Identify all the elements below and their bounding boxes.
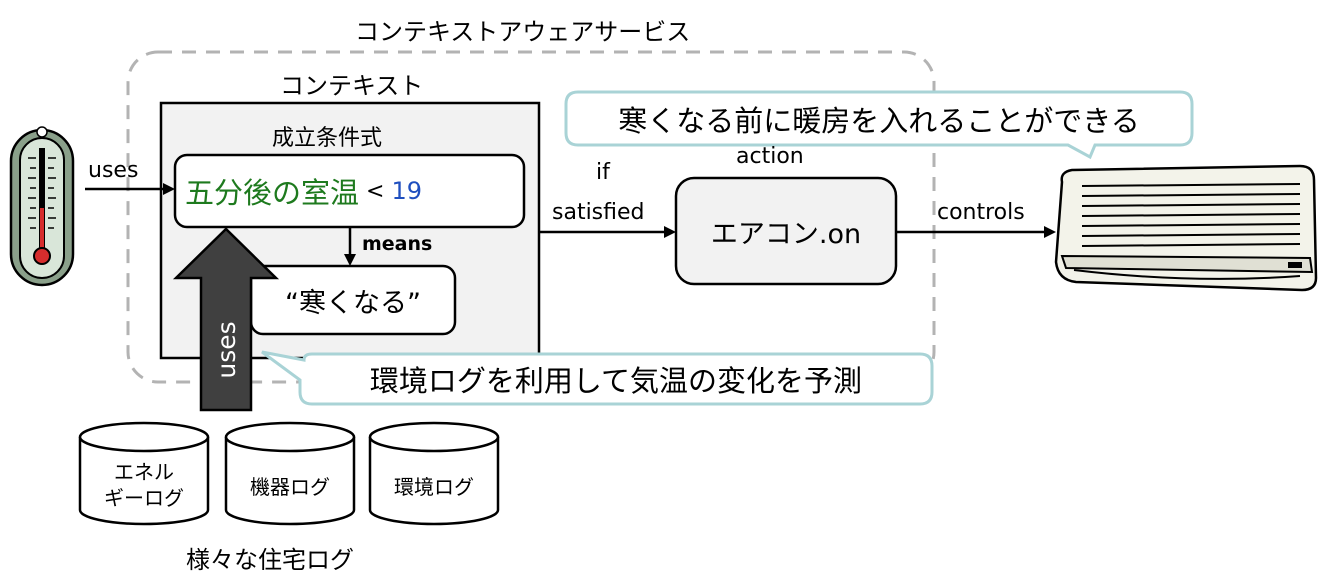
log-label-energy: エネル ギーログ [80,455,208,515]
action-label: action [736,144,804,169]
logs-caption: 様々な住宅ログ [186,546,354,574]
log-label-device: 機器ログ [250,474,330,499]
context-title: コンテキスト [280,72,424,100]
log-cylinder-environment [368,421,500,526]
controls-arrow-head [1044,226,1056,238]
action-box-text: エアコン.on [710,218,862,250]
callout-top-text: 寒くなる前に暖房を入れることができる [618,103,1140,138]
log-label-energy-line1: エネル [114,460,174,484]
callout-bottom-text: 環境ログを利用して気温の変化を予測 [369,364,863,398]
log-label-environment: 環境ログ [394,474,474,499]
meaning-text: “寒くなる” [285,287,421,319]
logs-uses-arrow [172,227,280,412]
if-arrow-head [664,226,676,238]
condition-operator: < [359,178,392,204]
thermometer-icon [9,126,75,287]
uses-arrow-head [163,183,175,195]
log-cylinder-device [224,421,356,526]
service-boundary [126,50,936,384]
log-cylinder-energy [78,421,210,526]
uses-logs-label: uses [211,321,241,379]
condition-value: 19 [391,177,422,205]
service-title: コンテキストアウェアサービス [355,18,691,46]
controls-label: controls [937,200,1025,225]
condition-expression: 五分後の室温 < 19 [175,155,505,227]
uses-sensor-label: uses [88,158,139,183]
log-label-energy-line2: ギーログ [104,486,184,510]
if-label: if [596,160,610,185]
air-conditioner-icon [1054,164,1318,292]
satisfied-label: satisfied [552,200,645,225]
condition-title: 成立条件式 [272,126,383,151]
condition-expr-text: 五分後の室温 [185,176,360,210]
callout-top-bubble [564,90,1194,160]
means-arrow-head [344,254,356,266]
means-label: means [362,233,433,255]
callout-bottom-bubble [261,350,934,406]
